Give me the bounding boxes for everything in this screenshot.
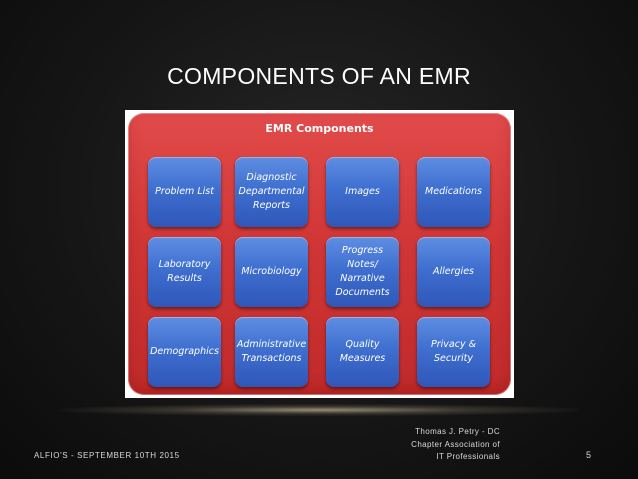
component-tile: Progress Notes/ Narrative Documents [326,237,399,307]
component-tile: Demographics [148,317,221,387]
component-tile: Problem List [148,157,221,227]
component-tile: Diagnostic Departmental Reports [235,157,308,227]
component-tile: Images [326,157,399,227]
emr-components-panel: EMR Components Problem List Diagnostic D… [128,113,511,395]
footer-center: Thomas J. Petry - DC Chapter Association… [411,427,500,461]
page-number: 5 [586,450,592,460]
component-tile: Laboratory Results [148,237,221,307]
footer-left: ALFIO'S - SEPTEMBER 10TH 2015 [34,451,180,460]
component-tile: Privacy & Security [417,317,490,387]
component-tile: Administrative Transactions [235,317,308,387]
component-tile: Quality Measures [326,317,399,387]
component-tile: Allergies [417,237,490,307]
component-tile: Medications [417,157,490,227]
component-tile: Microbiology [235,237,308,307]
emr-diagram-image: EMR Components Problem List Diagnostic D… [125,110,514,398]
slide-title: COMPONENTS OF AN EMR [167,63,471,89]
stage-glow [60,404,578,416]
panel-title: EMR Components [265,122,374,135]
